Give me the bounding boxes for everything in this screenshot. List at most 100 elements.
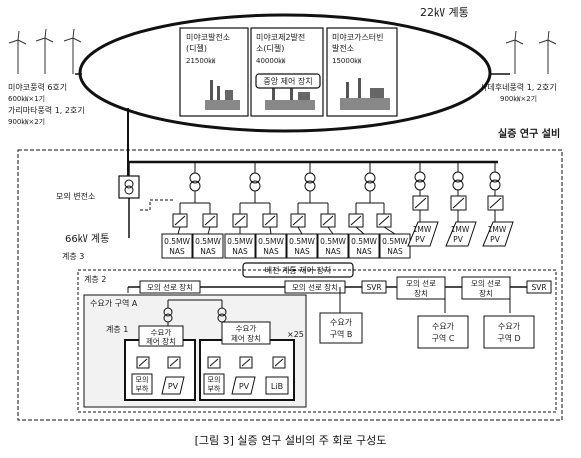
- tier2-label: 계층 2: [84, 274, 106, 284]
- nas-unit-6: 0.5MW NAS: [317, 233, 349, 259]
- plant-2-photo: [265, 84, 315, 110]
- demo-facility-boundary: [17, 149, 563, 421]
- consumer-2-load-line1: 모의: [208, 375, 221, 384]
- demand-area-c-box: [417, 315, 469, 349]
- svr-2: [526, 280, 552, 294]
- svr-1: [361, 280, 387, 294]
- plant-3-name-1: 미야코가스터빈: [332, 32, 384, 42]
- plant-3-photo: [340, 78, 390, 110]
- nas-unit-6-line2: NAS: [325, 247, 341, 256]
- consumer-1-load-line1: 모의: [136, 375, 149, 384]
- left-wind-line-4: 900㎾×2기: [8, 117, 45, 126]
- left-wind-line-3: 가리마타풍력 1, 2호기: [8, 105, 85, 115]
- nas-unit-8-line1: 0.5MW: [382, 237, 408, 246]
- pv-transformer-group-3: [489, 162, 501, 196]
- svr-2-label: SVR: [531, 283, 546, 292]
- plant-3-name-2: 발전소: [332, 43, 354, 53]
- grid-22kv-label: 22㎸ 계통: [420, 6, 469, 19]
- nas-transformer-group-1: [179, 162, 211, 214]
- nas-unit-8-line2: NAS: [387, 247, 403, 256]
- pv-unit-2-line2: PV: [453, 235, 464, 244]
- nas-unit-1: 0.5MW NAS: [161, 233, 193, 259]
- pv-unit-3: 1MW PV: [482, 210, 514, 247]
- nas-unit-7-line1: 0.5MW: [351, 237, 377, 246]
- nas-unit-3-line1: 0.5MW: [227, 237, 253, 246]
- consumer-1-pv-label: PV: [168, 382, 179, 391]
- consumer-2-load-line2: 부하: [208, 384, 221, 393]
- substation-transformer-symbol: [124, 179, 134, 195]
- nas-unit-2-line2: NAS: [200, 247, 216, 256]
- plant-1-photo: [205, 80, 240, 110]
- demand-area-a-label: 수요가 구역 A: [90, 298, 138, 308]
- power-plant-1: 미야코발전소 (디젤) 21500㎾: [179, 27, 249, 117]
- nas-inverters: [172, 213, 392, 228]
- pv-transformer-group-1: [414, 162, 426, 196]
- nas-unit-7-line2: NAS: [356, 247, 372, 256]
- grid-66kv-label: 66㎸ 계통: [65, 233, 109, 245]
- mock-line-device-1-label: 모의 선로 장치: [147, 282, 193, 292]
- pv-unit-3-line1: 1MW: [488, 225, 507, 234]
- nas-unit-6-line1: 0.5MW: [320, 237, 346, 246]
- nas-unit-5-line1: 0.5MW: [289, 237, 315, 246]
- consumer-1-load-line2: 부하: [136, 384, 149, 393]
- consumer-2-lib-label: LiB: [271, 382, 283, 391]
- grid-22kv-ellipse: [78, 13, 492, 133]
- pv-unit-1: 1MW PV: [407, 210, 439, 247]
- consumer-1-inverters: [136, 356, 181, 369]
- svr-1-label: SVR: [366, 283, 381, 292]
- nas-unit-2-line1: 0.5MW: [195, 237, 221, 246]
- plant-2-name-2: 소(디젤): [256, 43, 284, 53]
- power-plant-3: 미야코가스터빈 발전소 15000㎾: [326, 27, 398, 117]
- plant-3-capacity: 15000㎾: [332, 57, 361, 65]
- mock-line-device-2-label: 모의 선로 장치: [292, 282, 338, 292]
- nas-unit-1-line2: NAS: [169, 247, 185, 256]
- tier3-label: 계층 3: [62, 251, 84, 261]
- demand-area-c-line1: 수요가: [432, 322, 455, 331]
- nas-transformer-group-2: [239, 162, 271, 214]
- demand-area-d-line2: 구역 D: [497, 333, 520, 343]
- pv-unit-1-line1: 1MW: [413, 225, 432, 234]
- substation-lower-feed: [140, 199, 175, 211]
- left-wind-line-2: 600㎾×1기: [8, 94, 45, 103]
- wind-turbines-right: [505, 30, 557, 74]
- consumer-2-control-line1: 수요가: [236, 324, 257, 333]
- nas-unit-3-line2: NAS: [232, 247, 248, 256]
- mock-line-device-4-line1: 모의 선로: [471, 278, 501, 288]
- pv-inverters: [412, 195, 504, 211]
- demand-area-drops: [127, 287, 511, 313]
- pv-unit-1-line2: PV: [415, 235, 426, 244]
- pv-unit-2: 1MW PV: [445, 210, 477, 247]
- demand-area-d-box: [483, 315, 535, 349]
- circuit-diagram: 22㎸ 계통 미야코풍력 6호기 600㎾×1기 가리마타풍력 1, 2호기 9…: [8, 6, 563, 421]
- mock-line-device-3-line1: 모의 선로: [406, 278, 436, 288]
- consumer-1-loads: 모의 부하 PV: [131, 373, 185, 395]
- nas-unit-7: 0.5MW NAS: [348, 233, 380, 259]
- nas-unit-row: 0.5MW NAS 0.5MW NAS 0.5MW NAS 0.5MW NAS …: [161, 233, 411, 259]
- pv-transformer-group-2: [452, 162, 464, 196]
- plant-2-name-1: 미야코제2발전: [256, 32, 305, 42]
- mock-substation-label: 모의 변전소: [56, 191, 95, 201]
- mock-substation-box: [118, 175, 140, 199]
- right-wind-line-1: 사데후네풍력 1, 2호기: [480, 82, 557, 92]
- demand-area-b-box: [319, 312, 363, 344]
- nas-unit-4: 0.5MW NAS: [255, 233, 287, 259]
- nas-unit-4-line2: NAS: [263, 247, 279, 256]
- nas-connectors: [177, 226, 396, 235]
- nas-unit-5: 0.5MW NAS: [286, 233, 318, 259]
- nas-unit-1-line1: 0.5MW: [164, 237, 190, 246]
- demo-facility-label: 실증 연구 설비: [498, 127, 560, 140]
- consumer-2-inverters: [207, 356, 286, 369]
- nas-transformer-group-3: [297, 162, 329, 214]
- plant-1-name-2: (디젤): [186, 43, 207, 53]
- left-wind-line-1: 미야코풍력 6호기: [8, 82, 67, 92]
- tier1-label: 계층 1: [106, 324, 128, 334]
- consumer-2-control-line2: 제어 장치: [231, 333, 261, 343]
- nas-unit-4-line1: 0.5MW: [258, 237, 284, 246]
- nas-unit-8: 0.5MW NAS: [379, 233, 411, 259]
- nas-unit-5-line2: NAS: [294, 247, 310, 256]
- consumer-1-control-line2: 제어 장치: [146, 336, 176, 346]
- mock-line-device-4-line2: 장치: [479, 288, 493, 298]
- wind-turbines-left: [8, 28, 82, 74]
- mock-line-device-2: [284, 280, 346, 294]
- demand-area-b-line2: 구역 B: [330, 329, 353, 339]
